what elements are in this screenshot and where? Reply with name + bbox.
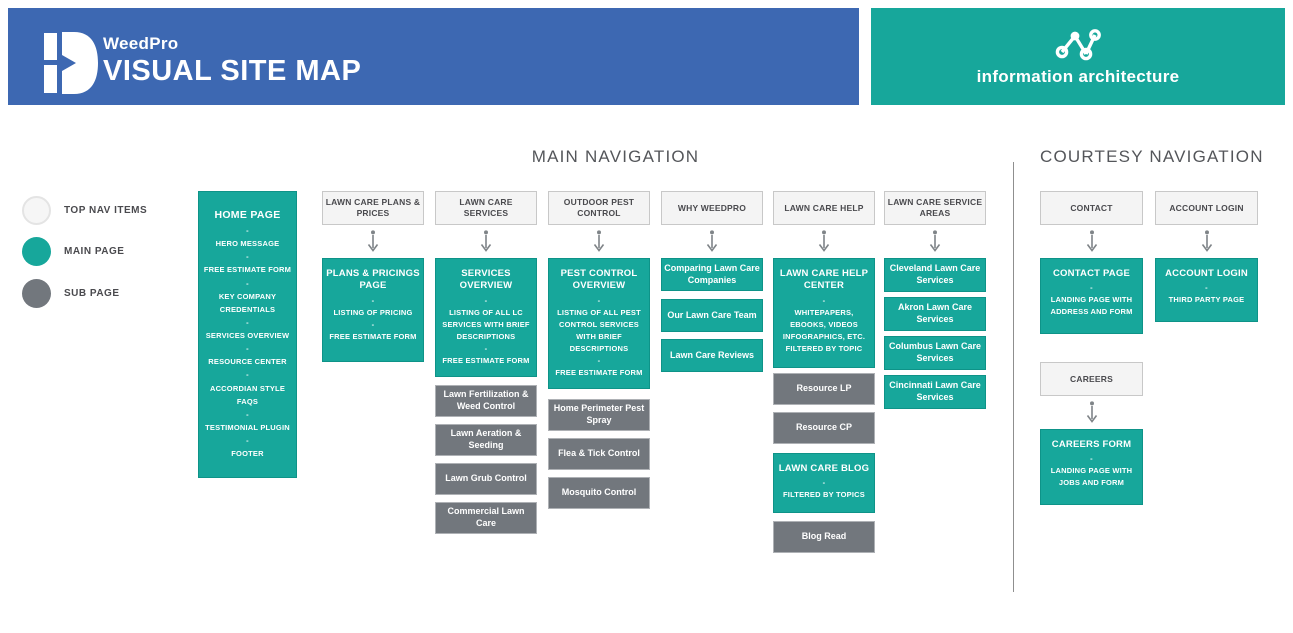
sub-page-lawn-grub-control: Lawn Grub Control: [435, 462, 537, 495]
column-services: LAWN CARE SERVICES SERVICES OVERVIEW - L…: [435, 191, 537, 534]
box-body: - FILTERED BY TOPICS: [783, 478, 865, 500]
down-arrow-icon: [1040, 225, 1143, 258]
sub-page-resource-cp: Resource CP: [773, 412, 875, 444]
nav-item-lawn-care-help: LAWN CARE HELP: [773, 191, 875, 225]
home-page-box: HOME PAGE - HERO MESSAGE - FREE ESTIMATE…: [198, 191, 297, 479]
column-why-weedpro: WHY WEEDPRO Comparing Lawn Care Companie…: [661, 191, 763, 372]
ia-badge: information architecture: [871, 8, 1285, 105]
box-body: - LISTING OF ALL PEST CONTROL SERVICES W…: [555, 295, 643, 377]
down-arrow-icon: [548, 225, 650, 258]
down-arrow-icon: [884, 225, 986, 258]
main-page-blog: LAWN CARE BLOG - FILTERED BY TOPICS: [773, 453, 875, 513]
box-body: - LANDING PAGE WITH ADDRESS AND FORM: [1050, 283, 1133, 317]
network-icon: [1055, 28, 1101, 60]
weedpro-logo-icon: [44, 32, 98, 94]
courtesy-navigation-heading: COURTESY NAVIGATION: [1040, 147, 1264, 166]
down-arrow-icon: [322, 225, 424, 258]
brand-text-block: WeedPro VISUAL SITE MAP: [103, 34, 361, 88]
column-service-areas: LAWN CARE SERVICE AREAS Cleveland Lawn C…: [884, 191, 986, 409]
box-title: SERVICES OVERVIEW: [459, 268, 513, 292]
box-body: - LANDING PAGE WITH JOBS AND FORM: [1050, 454, 1133, 488]
down-arrow-icon: [1155, 225, 1258, 258]
legend-label: MAIN PAGE: [64, 246, 125, 257]
brand-name: WeedPro: [103, 34, 179, 53]
column-lawn-care-help: LAWN CARE HELP LAWN CARE HELP CENTER - W…: [773, 191, 875, 553]
down-arrow-icon: [435, 225, 537, 258]
page-title: VISUAL SITE MAP: [103, 55, 362, 87]
nav-item-careers: CAREERS: [1040, 362, 1143, 396]
legend-label: SUB PAGE: [64, 288, 120, 299]
legend-item-main-page: MAIN PAGE: [22, 237, 124, 266]
main-page-help-center: LAWN CARE HELP CENTER - WHITEPAPERS, EBO…: [773, 258, 875, 368]
box-title: CONTACT PAGE: [1053, 268, 1130, 279]
top-nav-swatch-icon: [22, 196, 51, 225]
column-plans-prices: LAWN CARE PLANS & PRICES PLANS & PRICING…: [322, 191, 424, 362]
sub-page-mosquito-control: Mosquito Control: [548, 476, 650, 509]
box-body: - THIRD PARTY PAGE: [1168, 283, 1245, 305]
box-title: PLANS & PRICINGS PAGE: [326, 268, 420, 292]
box-body: - LISTING OF ALL LC SERVICES WITH BRIEF …: [442, 295, 530, 365]
section-divider: [1013, 162, 1014, 592]
nav-item-services: LAWN CARE SERVICES: [435, 191, 537, 225]
nav-item-account-login: ACCOUNT LOGIN: [1155, 191, 1258, 225]
down-arrow-icon: [661, 225, 763, 258]
main-page-akron: Akron Lawn Care Services: [884, 297, 986, 331]
main-page-columbus: Columbus Lawn Care Services: [884, 336, 986, 370]
main-navigation-heading: MAIN NAVIGATION: [531, 147, 700, 166]
sub-page-commercial-lawn-care: Commercial Lawn Care: [435, 501, 537, 534]
sub-page-lawn-fertilization: Lawn Fertilization & Weed Control: [435, 384, 537, 417]
nav-item-plans-prices: LAWN CARE PLANS & PRICES: [322, 191, 424, 225]
box-title: LAWN CARE BLOG: [778, 463, 870, 474]
main-page-comparing-companies: Comparing Lawn Care Companies: [661, 258, 763, 291]
ia-badge-label: information architecture: [976, 66, 1180, 86]
box-body: - WHITEPAPERS, EBOOKS, VIDEOS INFOGRAPHI…: [782, 295, 866, 353]
box-title: LAWN CARE HELP CENTER: [779, 268, 869, 292]
legend-label: TOP NAV ITEMS: [64, 205, 148, 216]
header-banner: WeedPro VISUAL SITE MAP: [8, 8, 859, 105]
down-arrow-icon: [1040, 396, 1143, 429]
main-page-swatch-icon: [22, 237, 51, 266]
main-page-account-login: ACCOUNT LOGIN - THIRD PARTY PAGE: [1155, 258, 1258, 322]
box-title: CAREERS FORM: [1051, 439, 1132, 450]
down-arrow-icon: [773, 225, 875, 258]
legend-item-sub-page: SUB PAGE: [22, 279, 120, 308]
main-page-services-overview: SERVICES OVERVIEW - LISTING OF ALL LC SE…: [435, 258, 537, 377]
main-page-careers-form: CAREERS FORM - LANDING PAGE WITH JOBS AN…: [1040, 429, 1143, 505]
main-page-our-team: Our Lawn Care Team: [661, 299, 763, 332]
column-account-login: ACCOUNT LOGIN ACCOUNT LOGIN - THIRD PART…: [1155, 191, 1258, 322]
nav-item-pest-control: OUTDOOR PEST CONTROL: [548, 191, 650, 225]
nav-item-why-weedpro: WHY WEEDPRO: [661, 191, 763, 225]
home-page-title: HOME PAGE: [214, 209, 281, 221]
main-page-plans-pricings: PLANS & PRICINGS PAGE - LISTING OF PRICI…: [322, 258, 424, 362]
box-title: PEST CONTROL OVERVIEW: [560, 268, 638, 292]
column-pest-control: OUTDOOR PEST CONTROL PEST CONTROL OVERVI…: [548, 191, 650, 509]
nav-item-contact: CONTACT: [1040, 191, 1143, 225]
sub-page-lawn-aeration: Lawn Aeration & Seeding: [435, 423, 537, 456]
sub-page-flea-tick-control: Flea & Tick Control: [548, 437, 650, 470]
main-page-contact: CONTACT PAGE - LANDING PAGE WITH ADDRESS…: [1040, 258, 1143, 334]
column-contact: CONTACT CONTACT PAGE - LANDING PAGE WITH…: [1040, 191, 1143, 505]
box-body: - LISTING OF PRICING - FREE ESTIMATE FOR…: [329, 295, 417, 341]
sub-page-home-perimeter-spray: Home Perimeter Pest Spray: [548, 398, 650, 431]
main-page-cincinnati: Cincinnati Lawn Care Services: [884, 375, 986, 409]
box-title: ACCOUNT LOGIN: [1165, 268, 1248, 279]
main-page-reviews: Lawn Care Reviews: [661, 339, 763, 372]
home-page-contents: - HERO MESSAGE - FREE ESTIMATE FORM - KE…: [203, 226, 292, 459]
sub-page-swatch-icon: [22, 279, 51, 308]
main-page-pest-control-overview: PEST CONTROL OVERVIEW - LISTING OF ALL P…: [548, 258, 650, 389]
main-page-cleveland: Cleveland Lawn Care Services: [884, 258, 986, 292]
nav-item-service-areas: LAWN CARE SERVICE AREAS: [884, 191, 986, 225]
legend-item-top-nav: TOP NAV ITEMS: [22, 196, 147, 225]
sub-page-resource-lp: Resource LP: [773, 373, 875, 405]
sub-page-blog-read: Blog Read: [773, 521, 875, 553]
